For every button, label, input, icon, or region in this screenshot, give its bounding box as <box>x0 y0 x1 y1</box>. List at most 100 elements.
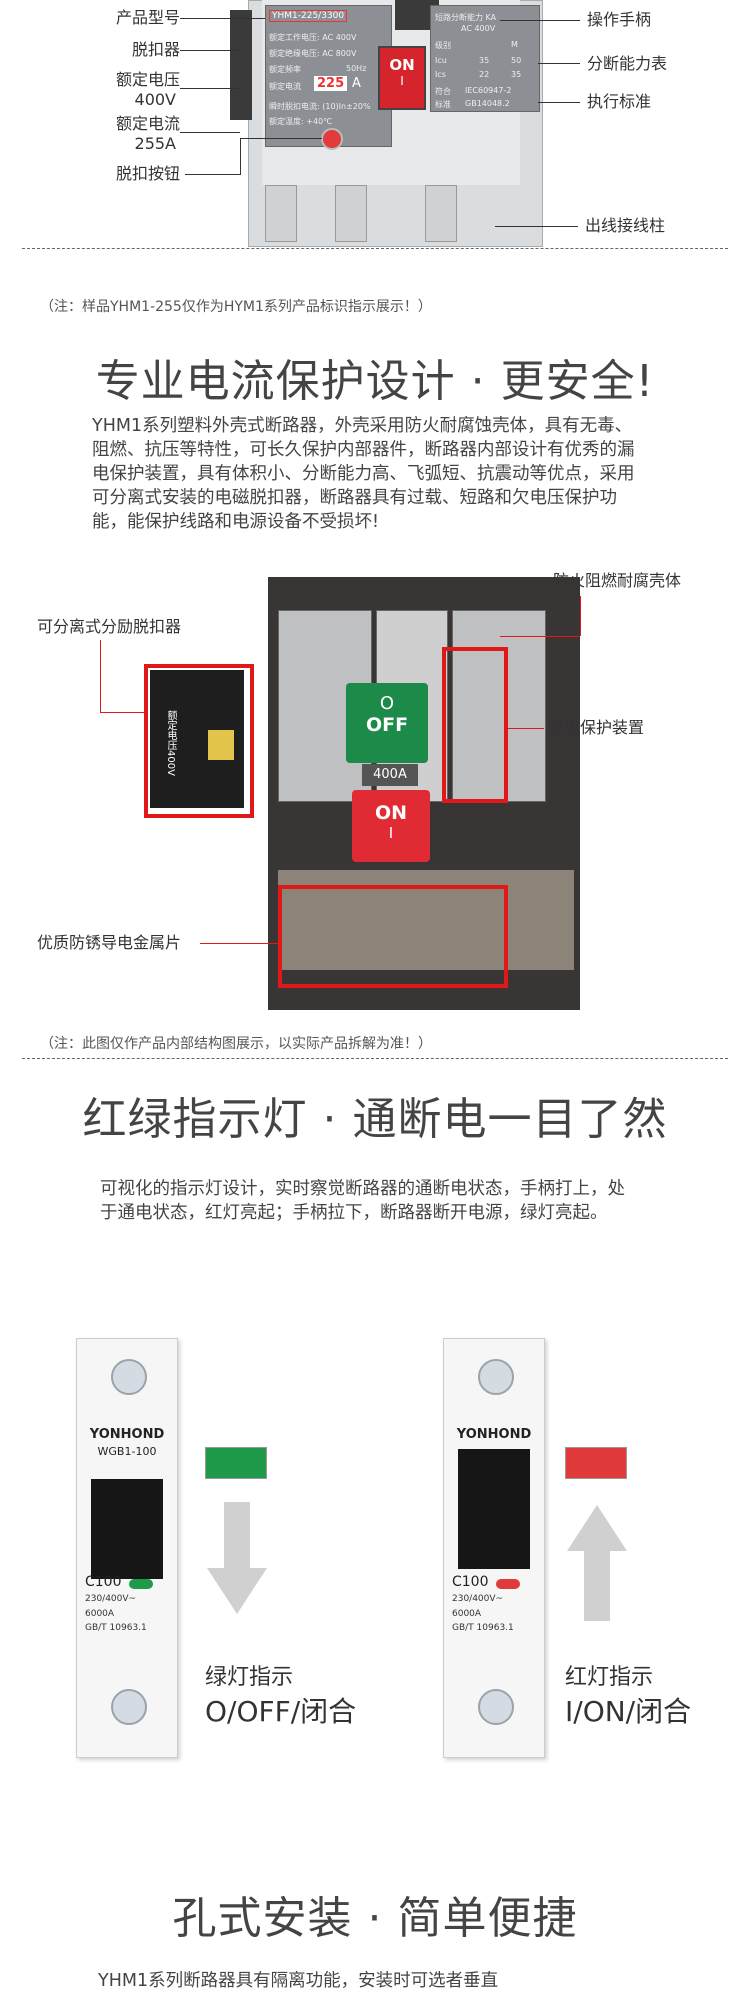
table-head: M <box>511 40 518 49</box>
highlight-shunt <box>144 664 254 818</box>
indicator-led <box>496 1579 520 1589</box>
label-breaking-table: 分断能力表 <box>587 54 668 73</box>
indicator-led <box>129 1579 153 1589</box>
mcb-rating: C100 <box>452 1574 489 1590</box>
icu-label: Icu <box>435 56 447 65</box>
mcb-spec: 6000A <box>452 1609 482 1619</box>
section3-paragraph: 可视化的指示灯设计，实时察觉断路器的通断电状态，手柄打上，处于通电状态，红灯亮起… <box>100 1179 625 1223</box>
label-rated-current: 额定电流 <box>115 114 180 133</box>
rating-label: 400A <box>362 764 418 786</box>
std-label: 标准 <box>435 100 451 109</box>
trip-unit-side <box>230 10 252 120</box>
mcb-spec: 6000A <box>85 1609 115 1619</box>
plate-row: 额定绝缘电压: AC 800V <box>269 49 357 58</box>
mcb-model: WGB1-100 <box>97 1445 157 1458</box>
red-caption: 红灯指示 <box>565 1665 654 1690</box>
shunt-coil <box>208 730 234 760</box>
nameplate-left: YHM1-225/3300 额定工作电压: AC 400V 额定绝缘电压: AC… <box>265 5 392 147</box>
mcb-spec: 230/400V~ <box>452 1594 504 1604</box>
plate-row: 额定温度: +40℃ <box>269 117 333 126</box>
callout-metal: 优质防锈导电金属片 <box>37 933 182 952</box>
plate-row: 额定电流 <box>269 82 301 91</box>
terminal <box>265 185 297 242</box>
indicator-swatch-green <box>205 1447 267 1479</box>
callout-shell: 防火阻燃耐腐壳体 <box>553 571 682 590</box>
breaking-title: 短路分断能力 KA <box>435 13 497 22</box>
section4-paragraph: YHM1系列断路器具有隔离功能，安装时可选者垂直 <box>98 1971 499 1991</box>
leader-line <box>538 102 580 103</box>
plate-row: 瞬时脱扣电流: (10)In±20% <box>269 102 371 111</box>
leader-line-red <box>500 636 580 637</box>
on-label: ON <box>374 802 408 824</box>
leader-line <box>185 174 240 175</box>
plate-current: 225 <box>314 76 348 91</box>
section2-note: （注：此图仅作产品内部结构图展示，以实际产品拆解为准！） <box>40 1036 432 1052</box>
off-label: OFF <box>365 714 409 736</box>
trip-button <box>321 128 343 150</box>
leader-line <box>180 50 240 51</box>
divider <box>22 248 728 249</box>
section2-title: 专业电流保护设计 · 更安全! <box>95 356 655 407</box>
leader-line <box>180 18 265 19</box>
leader-line-red <box>200 943 278 944</box>
mcb-brand: YONHOND <box>89 1427 165 1442</box>
leader-line <box>240 138 241 175</box>
plate-row: 额定频率 <box>269 65 301 74</box>
mcb-brand: YONHOND <box>456 1427 532 1442</box>
screw-icon <box>111 1359 147 1395</box>
terminal <box>335 185 367 242</box>
on-symbol: I <box>388 824 394 842</box>
terminal <box>425 185 457 242</box>
plate-unit: A <box>352 76 361 91</box>
ics-val: 35 <box>511 70 522 79</box>
screw-icon <box>478 1689 514 1725</box>
leader-line <box>538 63 580 64</box>
label-trip-unit: 脱扣器 <box>131 40 180 59</box>
label-model: 产品型号 <box>115 8 180 27</box>
icu-val: 35 <box>479 56 490 65</box>
plate-row: 额定工作电压: AC 400V <box>269 33 357 42</box>
phase-contact <box>452 610 546 802</box>
mcb-handle <box>91 1479 163 1579</box>
screw-icon <box>478 1359 514 1395</box>
callout-leak: 漏电保护装置 <box>548 718 645 737</box>
shunt-release-module: 额定电压400V <box>150 670 244 808</box>
mcb-rating: C100 <box>85 1574 122 1590</box>
section4-title: 孔式安装 · 简单便捷 <box>172 1893 578 1944</box>
label-outlet-terminal: 出线接线柱 <box>585 216 666 235</box>
nameplate-right: 短路分断能力 KA AC 400V 级别 M Icu 35 50 Ics 22 … <box>430 5 540 112</box>
green-caption-state: O/OFF/闭合 <box>205 1695 357 1728</box>
on-label: ON <box>389 56 415 74</box>
label-rated-current-value: 255A <box>134 134 176 153</box>
red-caption-state: I/ON/闭合 <box>565 1695 692 1728</box>
std-label: 符合 <box>435 87 451 96</box>
section2-paragraph: YHM1系列塑料外壳式断路器，外壳采用防火耐腐蚀壳体，具有无毒、阻燃、抗压等特性… <box>92 416 635 532</box>
highlight-metal <box>278 885 508 988</box>
leader-line <box>180 88 240 89</box>
divider <box>22 1058 728 1059</box>
plate-row-value: 50Hz <box>346 64 367 73</box>
on-symbol: I <box>400 74 404 88</box>
label-rated-voltage: 额定电压 <box>115 70 180 89</box>
indicator-swatch-red <box>565 1447 627 1479</box>
mcb-spec: GB/T 10963.1 <box>85 1623 147 1633</box>
table-head: 级别 <box>435 41 451 50</box>
mcb-spec: 230/400V~ <box>85 1594 137 1604</box>
label-trip-button: 脱扣按钮 <box>115 164 180 183</box>
off-button: O OFF <box>346 683 428 763</box>
leader-line-red <box>504 728 544 729</box>
on-button: ON I <box>352 790 430 862</box>
mcb-on: YONHOND C100 230/400V~ 6000A GB/T 10963.… <box>443 1338 545 1758</box>
ics-label: Ics <box>435 70 446 79</box>
label-rated-voltage-value: 400V <box>134 90 176 109</box>
off-symbol: O <box>379 693 395 714</box>
leader-line <box>180 132 240 133</box>
ics-val: 22 <box>479 70 490 79</box>
screw-icon <box>111 1689 147 1725</box>
mcb-off: YONHOND WGB1-100 C100 230/400V~ 6000A GB… <box>76 1338 178 1758</box>
std-val: GB14048.2 <box>465 99 510 108</box>
on-button: ON I <box>378 46 426 110</box>
shunt-text: 额定电压400V <box>165 710 176 776</box>
mcb-handle <box>458 1449 530 1569</box>
section1-note: （注：样品YHM1-255仅作为HYM1系列产品标识指示展示！） <box>40 299 432 315</box>
